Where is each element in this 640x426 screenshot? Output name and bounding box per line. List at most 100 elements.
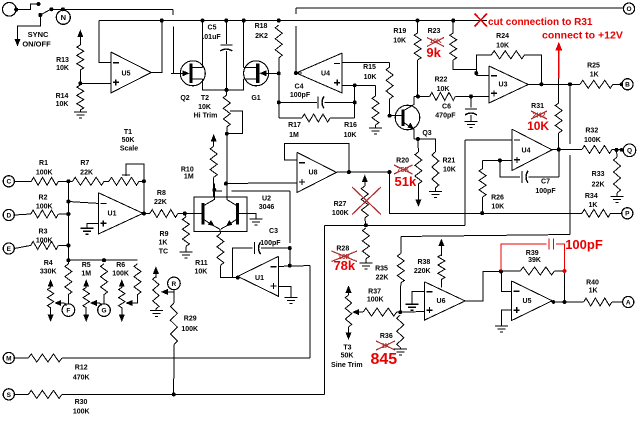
svg-text:10K: 10K xyxy=(56,101,69,108)
svg-text:A: A xyxy=(626,299,631,306)
svg-text:C7: C7 xyxy=(541,179,550,186)
svg-text:U1: U1 xyxy=(255,275,264,282)
svg-text:B: B xyxy=(625,82,630,89)
svg-text:R10: R10 xyxy=(181,167,194,174)
svg-text:N: N xyxy=(61,13,66,22)
svg-text:10K: 10K xyxy=(393,38,406,45)
svg-text:R26: R26 xyxy=(491,195,504,202)
svg-text:R30: R30 xyxy=(75,399,88,406)
svg-text:10K: 10K xyxy=(364,74,377,81)
svg-text:470pF: 470pF xyxy=(435,113,456,120)
svg-text:connect to +12V: connect to +12V xyxy=(542,30,623,42)
svg-text:R: R xyxy=(172,281,177,288)
svg-text:P: P xyxy=(625,211,630,218)
svg-text:1M: 1M xyxy=(81,271,91,278)
svg-text:3046: 3046 xyxy=(259,204,275,211)
svg-text:R6: R6 xyxy=(116,262,125,269)
svg-text:1K: 1K xyxy=(589,202,598,209)
svg-text:R4: R4 xyxy=(44,260,53,267)
svg-text:50K: 50K xyxy=(122,137,135,144)
svg-text:R2: R2 xyxy=(39,195,48,202)
svg-text:1K: 1K xyxy=(589,288,598,295)
svg-text:R34: R34 xyxy=(585,193,598,200)
svg-text:R8: R8 xyxy=(157,190,166,197)
svg-text:1K: 1K xyxy=(590,72,599,79)
svg-text:100pF: 100pF xyxy=(565,237,603,252)
svg-text:10K: 10K xyxy=(527,119,549,133)
svg-text:R32: R32 xyxy=(585,128,598,135)
svg-text:M: M xyxy=(6,355,11,362)
svg-text:R40: R40 xyxy=(586,279,599,286)
svg-text:R17: R17 xyxy=(288,122,301,129)
svg-text:U4: U4 xyxy=(522,148,531,155)
svg-text:S: S xyxy=(7,392,12,399)
svg-text:R15: R15 xyxy=(363,64,376,71)
svg-text:R29: R29 xyxy=(184,316,197,323)
svg-text:R18: R18 xyxy=(255,23,268,30)
svg-text:R5: R5 xyxy=(82,262,91,269)
svg-text:R3: R3 xyxy=(39,229,48,236)
svg-text:cut connection to R31: cut connection to R31 xyxy=(488,17,593,28)
svg-text:10K: 10K xyxy=(443,167,456,174)
svg-text:10K: 10K xyxy=(437,86,450,93)
svg-text:Q: Q xyxy=(627,148,632,155)
svg-text:78k: 78k xyxy=(333,258,355,273)
svg-text:100K: 100K xyxy=(332,210,349,217)
svg-text:100K: 100K xyxy=(112,271,129,278)
svg-text:C3: C3 xyxy=(269,228,278,235)
svg-text:1M: 1M xyxy=(184,174,194,181)
svg-text:22K: 22K xyxy=(376,275,389,282)
svg-text:2K2: 2K2 xyxy=(255,33,268,40)
svg-text:R16: R16 xyxy=(344,122,357,129)
svg-text:R28: R28 xyxy=(336,246,349,253)
svg-text:100K: 100K xyxy=(73,409,90,416)
svg-text:10K: 10K xyxy=(496,43,509,50)
svg-text:T1: T1 xyxy=(124,129,132,136)
svg-text:R38: R38 xyxy=(417,259,430,266)
svg-text:R19: R19 xyxy=(393,28,406,35)
svg-text:22K: 22K xyxy=(154,199,167,206)
svg-text:470K: 470K xyxy=(73,375,90,382)
svg-text:Q3: Q3 xyxy=(422,130,431,137)
svg-text:100K: 100K xyxy=(584,137,601,144)
svg-text:G1: G1 xyxy=(251,95,260,102)
svg-text:U3: U3 xyxy=(499,82,508,89)
svg-text:Scale: Scale xyxy=(120,146,138,153)
svg-text:U4: U4 xyxy=(321,71,330,78)
svg-text:SYNC: SYNC xyxy=(28,30,49,39)
svg-text:Q2: Q2 xyxy=(180,95,189,102)
svg-text:T3: T3 xyxy=(343,344,351,351)
svg-text:R20: R20 xyxy=(396,158,409,165)
svg-text:22K: 22K xyxy=(80,169,93,176)
svg-text:R39: R39 xyxy=(526,250,539,257)
svg-text:T2: T2 xyxy=(201,95,209,102)
svg-text:R7: R7 xyxy=(80,160,89,167)
svg-text:10K: 10K xyxy=(194,269,207,276)
svg-text:F: F xyxy=(66,308,70,315)
svg-text:R35: R35 xyxy=(375,266,388,273)
svg-text:100pF: 100pF xyxy=(290,92,311,99)
svg-text:100pF: 100pF xyxy=(535,188,556,195)
svg-text:100K: 100K xyxy=(36,204,53,211)
svg-text:U8: U8 xyxy=(309,170,318,177)
svg-text:C6: C6 xyxy=(442,104,451,111)
svg-text:TC: TC xyxy=(159,249,168,256)
svg-text:845: 845 xyxy=(370,351,397,368)
svg-text:R12: R12 xyxy=(75,364,88,371)
svg-text:50K: 50K xyxy=(341,352,354,359)
svg-text:1K: 1K xyxy=(159,240,168,247)
svg-text:C4: C4 xyxy=(295,84,304,91)
svg-text:39K: 39K xyxy=(528,257,541,264)
svg-text:R31: R31 xyxy=(531,103,544,110)
svg-text:R25: R25 xyxy=(587,63,600,70)
svg-text:10K: 10K xyxy=(491,204,504,211)
svg-text:R37: R37 xyxy=(368,289,381,296)
svg-text:Hi Trim: Hi Trim xyxy=(194,113,218,120)
svg-text:U1: U1 xyxy=(108,211,117,218)
svg-text:R22: R22 xyxy=(435,77,448,84)
svg-text:U5: U5 xyxy=(523,298,532,305)
svg-text:ON/OFF: ON/OFF xyxy=(22,40,51,49)
svg-text:330K: 330K xyxy=(40,268,57,275)
svg-text:R13: R13 xyxy=(56,57,69,64)
svg-text:.01uF: .01uF xyxy=(202,34,221,41)
